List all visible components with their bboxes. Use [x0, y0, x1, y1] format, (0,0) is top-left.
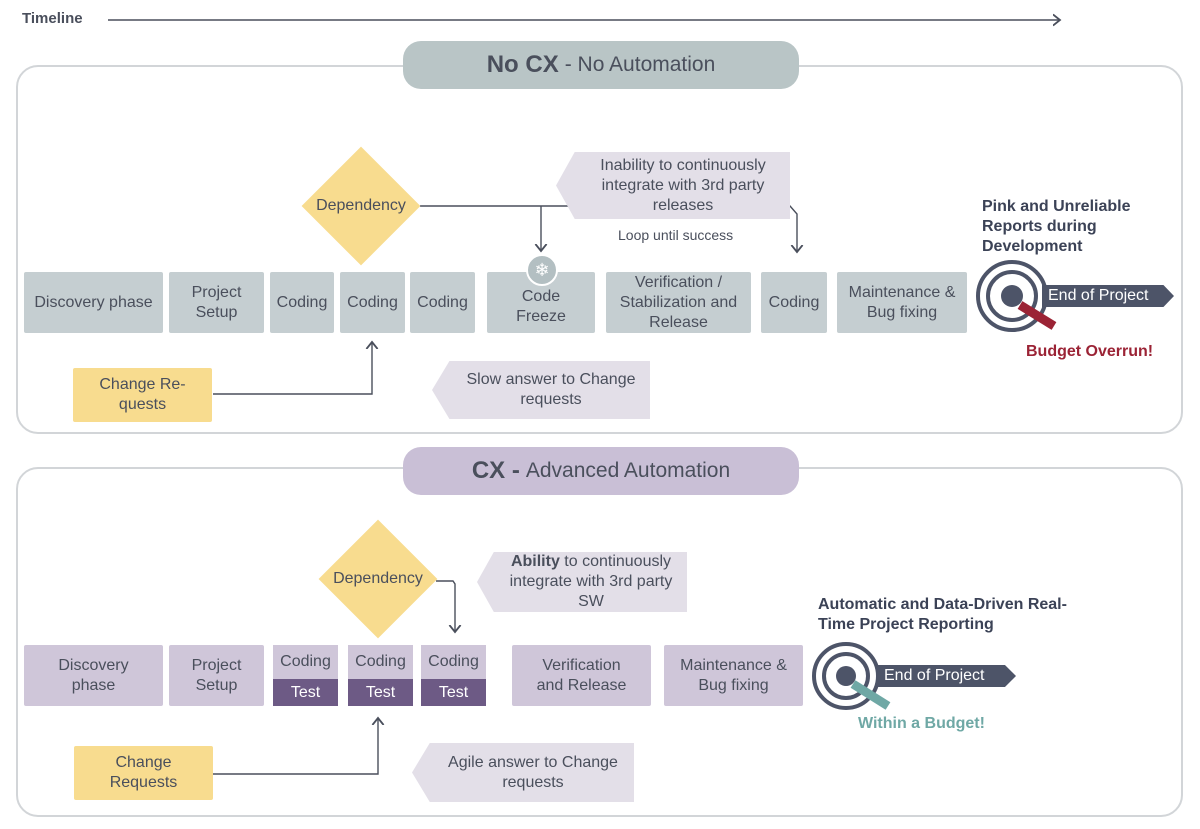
bottom-coding-3: Coding: [421, 645, 486, 679]
top-verification: Verification / Stabilization and Release: [606, 272, 751, 333]
top-project-setup: Project Setup: [169, 272, 264, 333]
bottom-end-label: End of Project: [884, 667, 985, 684]
top-inability-text: Inability to continuously integrate with…: [600, 156, 766, 214]
top-title-rest: - No Automation: [564, 53, 716, 76]
top-discovery-phase: Discovery phase: [24, 272, 163, 333]
top-dependency-label: Dependency: [316, 197, 406, 214]
snowflake-icon: ❄: [526, 254, 558, 286]
within-budget: Within a Budget!: [858, 715, 985, 732]
bottom-ability-text: Ability to continuously integrate with 3…: [495, 552, 687, 612]
bottom-ability-rest: to continuously integrate with 3rd party…: [509, 553, 673, 610]
bottom-test-1: Test: [273, 679, 338, 706]
bottom-test-3: Test: [421, 679, 486, 706]
top-end-label: End of Project: [1048, 287, 1149, 304]
bottom-change-requests: Change Requests: [74, 746, 213, 800]
top-title-pill: No CX - No Automation: [403, 41, 799, 89]
top-slow-answer-text: Slow answer to Change requests: [466, 371, 636, 408]
top-title-bold: No CX: [486, 51, 559, 78]
bottom-dependency-diamond: Dependency: [318, 519, 438, 639]
bottom-ability-callout: Ability to continuously integrate with 3…: [477, 552, 687, 612]
bottom-discovery-phase: Discovery phase: [24, 645, 163, 706]
budget-overrun: Budget Overrun!: [1026, 343, 1154, 360]
bottom-test-2: Test: [348, 679, 413, 706]
top-report-text: Pink and Unreliable Reports during Devel…: [982, 198, 1131, 255]
bottom-verification: Verification and Release: [512, 645, 651, 706]
bottom-dependency-label: Dependency: [333, 570, 423, 587]
top-change-requests: Change Re-quests: [73, 368, 212, 422]
bottom-coding-test-3: Coding Test: [421, 645, 486, 706]
timeline-label: Timeline: [22, 10, 83, 27]
bottom-ability-bold: Ability: [510, 553, 560, 570]
bottom-coding-2: Coding: [348, 645, 413, 679]
top-end-of-project: End of Project: [1042, 285, 1174, 307]
bottom-maintenance: Maintenance & Bug fixing: [664, 645, 803, 706]
bottom-title-pill: CX - Advanced Automation: [403, 447, 799, 495]
bottom-title-bold: CX -: [471, 457, 520, 484]
bottom-agile-answer-text: Agile answer to Change requests: [448, 753, 618, 791]
top-coding-3: Coding: [410, 272, 475, 333]
top-dependency-diamond: Dependency: [301, 146, 421, 266]
loop-until-success: Loop until success: [618, 227, 734, 243]
bottom-project-setup: Project Setup: [169, 645, 264, 706]
bottom-coding-test-2: Coding Test: [348, 645, 413, 706]
top-maintenance: Maintenance & Bug fixing: [837, 272, 967, 333]
top-slow-answer-callout: Slow answer to Change requests: [432, 361, 650, 419]
bottom-agile-answer-callout: Agile answer to Change requests: [412, 743, 634, 802]
bottom-end-of-project: End of Project: [878, 665, 1016, 687]
top-coding-2: Coding: [340, 272, 405, 333]
top-coding-1: Coding: [270, 272, 334, 333]
top-inability-callout: Inability to continuously integrate with…: [556, 152, 790, 219]
bottom-report-text: Automatic and Data-Driven Real-Time Proj…: [818, 596, 1067, 633]
bottom-coding-test-1: Coding Test: [273, 645, 338, 706]
bottom-coding-1: Coding: [273, 645, 338, 679]
bottom-title-rest: Advanced Automation: [525, 459, 731, 482]
top-coding-4: Coding: [761, 272, 827, 333]
